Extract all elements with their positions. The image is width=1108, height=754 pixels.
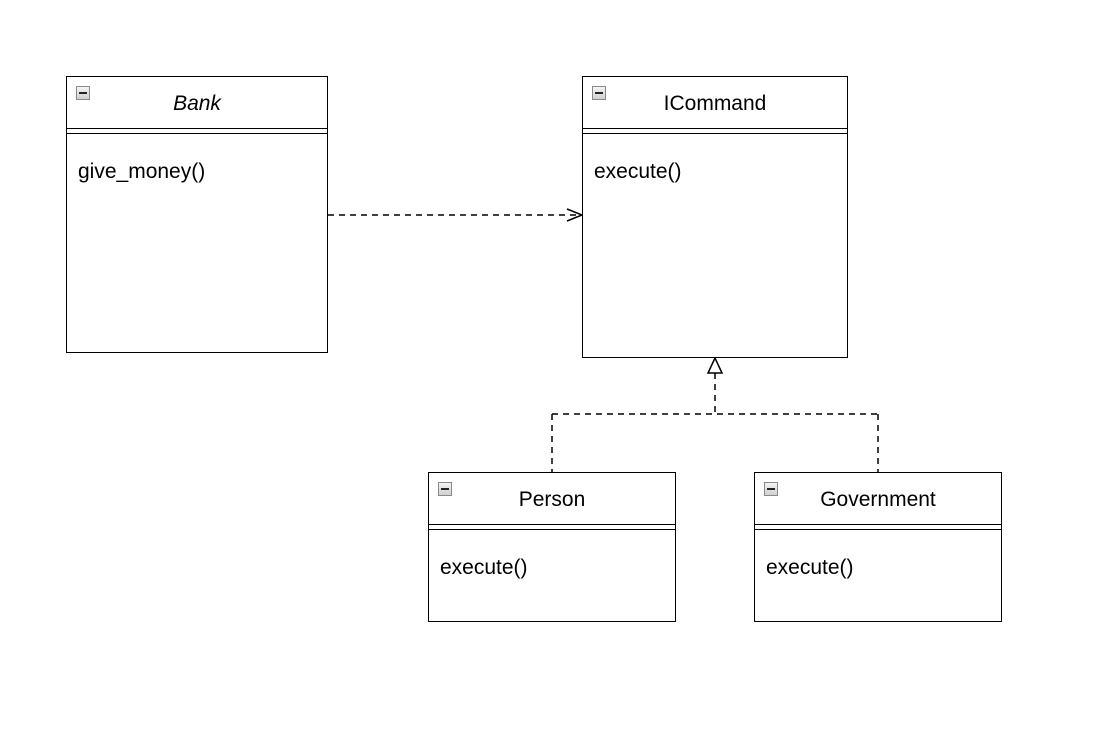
person-class-name: Person <box>518 488 586 511</box>
icommand-divider <box>583 128 847 134</box>
bank-divider <box>67 128 327 134</box>
bank-method-give-money: give_money() <box>78 160 206 183</box>
bank-class-name: Bank <box>173 92 221 115</box>
government-class-box[interactable]: Government execute() <box>754 472 1002 622</box>
bank-class-box[interactable]: Bank give_money() <box>66 76 328 353</box>
collapse-minus-icon[interactable] <box>592 86 606 100</box>
icommand-class-name: ICommand <box>663 92 767 115</box>
icommand-method-execute: execute() <box>594 160 682 183</box>
government-class-name: Government <box>820 488 936 511</box>
person-class-box[interactable]: Person execute() <box>428 472 676 622</box>
collapse-minus-icon[interactable] <box>764 482 778 496</box>
icommand-class-box[interactable]: ICommand execute() <box>582 76 848 358</box>
government-method-execute: execute() <box>766 556 854 579</box>
realization-hollow-triangle <box>706 356 724 374</box>
person-method-execute: execute() <box>440 556 528 579</box>
collapse-minus-icon[interactable] <box>76 86 90 100</box>
icommand-class-header: ICommand <box>583 77 847 129</box>
government-divider <box>755 524 1001 530</box>
person-divider <box>429 524 675 530</box>
collapse-minus-icon[interactable] <box>438 482 452 496</box>
bank-class-header: Bank <box>67 77 327 129</box>
government-class-header: Government <box>755 473 1001 525</box>
person-class-header: Person <box>429 473 675 525</box>
